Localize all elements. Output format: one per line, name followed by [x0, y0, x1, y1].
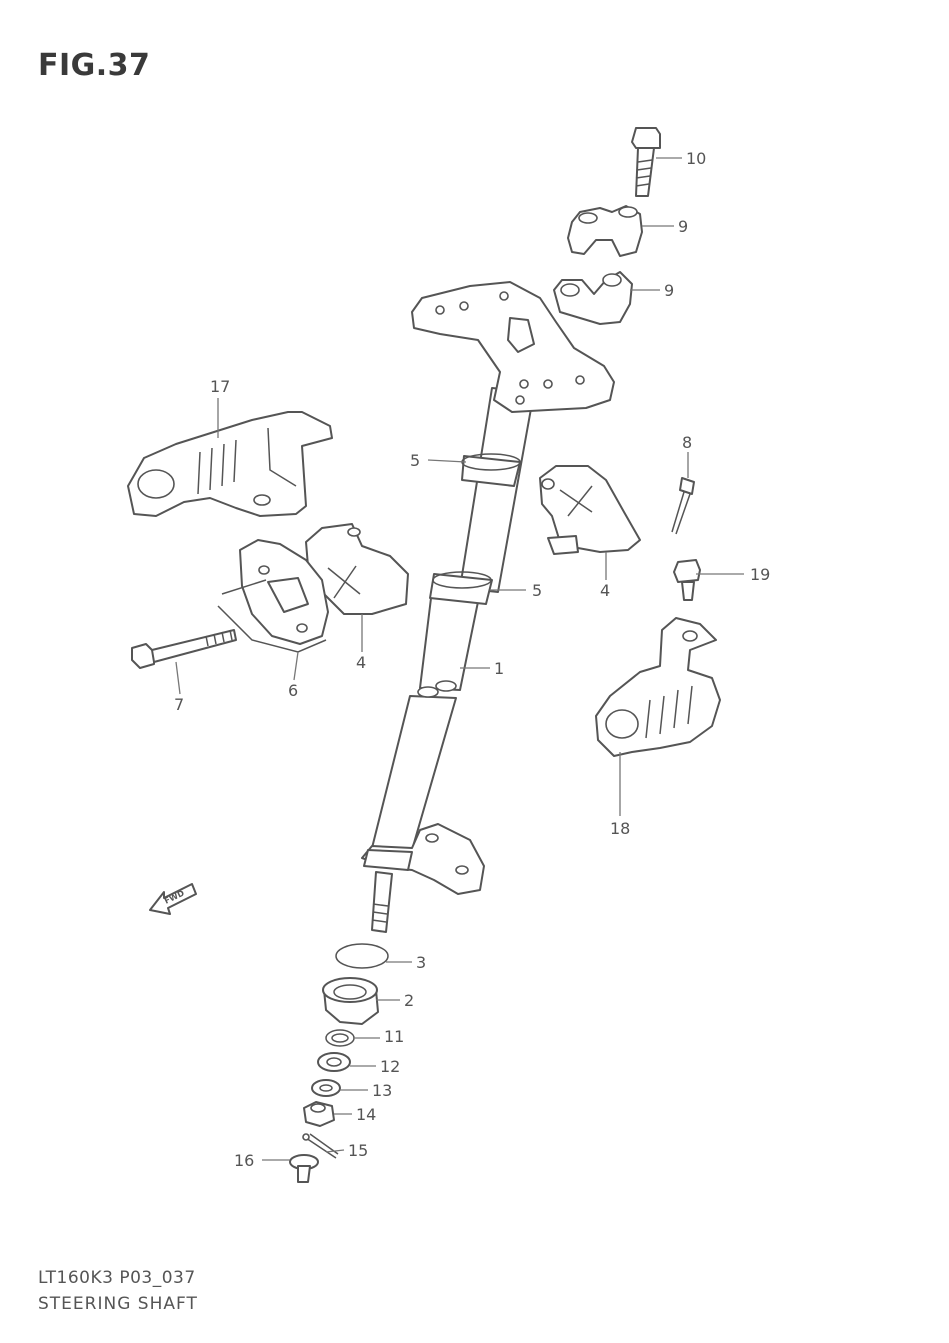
part-15-cotter-pin — [302, 1133, 339, 1159]
callout-7: 7 — [174, 695, 184, 714]
callout-12: 12 — [380, 1057, 400, 1076]
model-code: LT160K3 P03_037 — [38, 1268, 196, 1288]
callout-14: 14 — [356, 1105, 376, 1124]
callout-4-right: 4 — [600, 581, 610, 600]
callout-6: 6 — [288, 681, 298, 700]
callout-18: 18 — [610, 819, 630, 838]
callout-3: 3 — [416, 953, 426, 972]
callout-17: 17 — [210, 377, 230, 396]
part-18-right-bracket — [595, 617, 721, 757]
callout-4-left: 4 — [356, 653, 366, 672]
callout-11: 11 — [384, 1027, 404, 1046]
part-4-right-shaft-holder — [539, 465, 641, 555]
callout-2: 2 — [404, 991, 414, 1010]
part-1-steering-shaft-upper — [411, 281, 615, 593]
callout-labels: 10 9 9 17 5 8 4 19 5 4 1 6 7 18 3 2 11 1… — [174, 149, 770, 1170]
part-5-lower-bushing — [429, 571, 493, 605]
callout-15: 15 — [348, 1141, 368, 1160]
callout-10: 10 — [686, 149, 706, 168]
part-9-upper-handlebar-holder — [567, 205, 643, 257]
callout-9-upper: 9 — [678, 217, 688, 236]
callout-16: 16 — [234, 1151, 254, 1170]
part-8-cotter-pin — [671, 477, 695, 535]
part-6-clamp-plate — [217, 539, 329, 653]
callout-8: 8 — [682, 433, 692, 452]
part-3-circlip — [335, 943, 389, 969]
part-9-lower-handlebar-holder — [553, 271, 633, 325]
part-7-long-bolt — [131, 629, 237, 669]
fwd-arrow-icon: FWD — [149, 883, 197, 915]
callout-19: 19 — [750, 565, 770, 584]
callout-1: 1 — [494, 659, 504, 678]
callout-5-upper: 5 — [410, 451, 420, 470]
callout-9-lower: 9 — [664, 281, 674, 300]
part-1-steering-shaft — [361, 589, 485, 933]
part-16-pin — [289, 1154, 319, 1183]
section-name: STEERING SHAFT — [38, 1294, 198, 1314]
part-13-washer — [311, 1079, 341, 1097]
part-17-left-bracket — [127, 411, 333, 517]
callout-5-lower: 5 — [532, 581, 542, 600]
part-10-bolt — [631, 127, 661, 197]
part-19-flange-bolt — [673, 559, 701, 601]
part-14-nut — [303, 1101, 335, 1127]
leader-lines — [175, 157, 744, 1161]
part-2-bearing — [322, 977, 379, 1025]
figure-title: FIG.37 — [38, 48, 151, 83]
part-12-washer — [317, 1052, 351, 1072]
callout-13: 13 — [372, 1081, 392, 1100]
part-11-washer — [325, 1029, 355, 1047]
